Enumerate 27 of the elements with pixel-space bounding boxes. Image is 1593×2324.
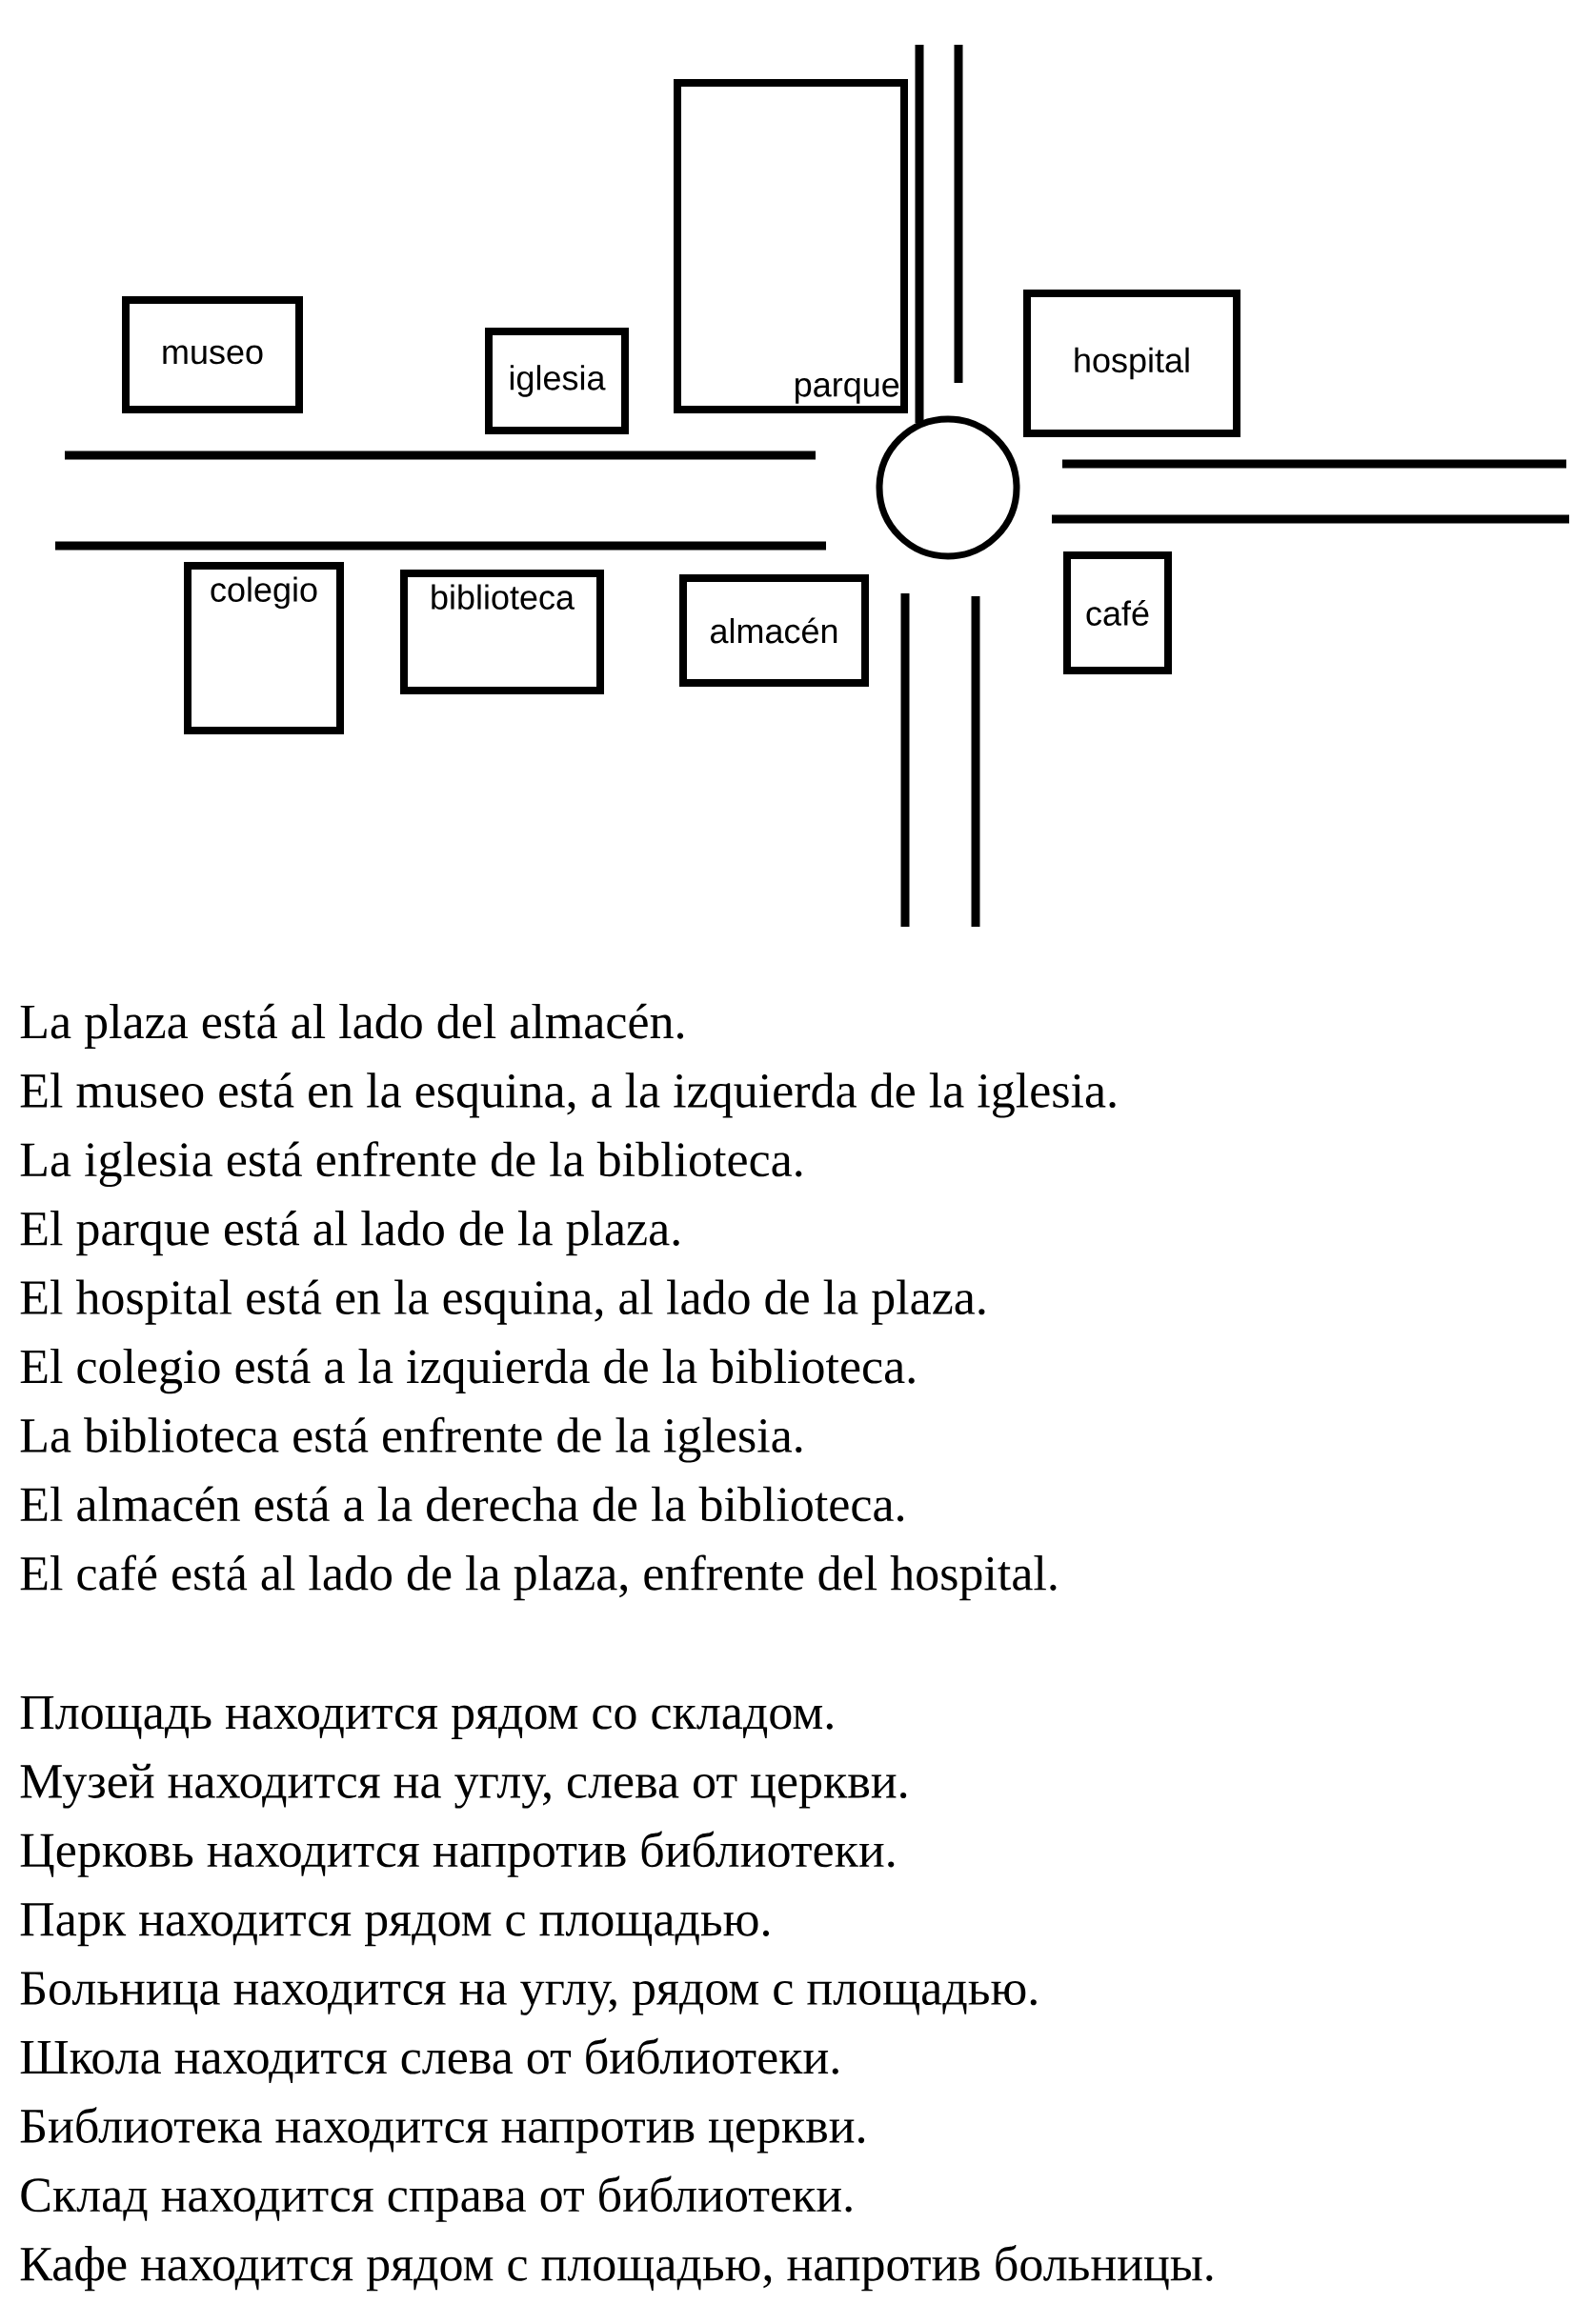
building-box: almacén [679,574,869,687]
building-box: café [1063,551,1172,674]
sentence: El café está al lado de la plaza, enfrente del hospital. [20,1554,1057,1601]
sentence: El museo está en la esquina, a la izquierda de la iglesia. [20,1072,1116,1118]
sentence: Кафе находится рядом с площадью, напротив больницы. [20,2244,1213,2292]
sentence: Площадь находится рядом со складом. [20,1695,833,1740]
sentence: El parque está al lado de la plaza. [20,1211,679,1256]
sentence: El colegio está a la izquierda de la biblioteca. [20,1348,915,1394]
sentence: El hospital está en la esquina, al lado de la plaza. [20,1279,985,1325]
building-box: museo [122,296,303,413]
sentence: La iglesia está enfrente de la biblioteca. [20,1141,802,1187]
sentence: La plaza está al lado del almacén. [20,1003,684,1050]
sentence: Школа находится слева от библиотеки. [20,2037,838,2084]
sentence: La biblioteca está enfrente de la iglesia. [20,1416,802,1463]
sentence: Музей находится на углу, слева от церкви. [20,1763,907,1809]
building-box: biblioteca [400,570,604,694]
building-box: iglesia [485,328,629,434]
sentence: Парк находится рядом с площадью. [20,1903,770,1947]
sentence: Больница находится на углу, рядом с площадью. [20,1972,1037,2015]
sentence: Библиотека находится напротив церкви. [20,2107,865,2154]
roundabout-circle [876,415,1020,560]
building-box: parque [674,79,908,413]
sentence: El almacén está a la derecha de la biblioteca. [20,1486,904,1522]
building-box: hospital [1023,290,1240,437]
sentence: Церковь находится напротив библиотеки. [20,1831,895,1877]
building-box: colegio [184,562,344,734]
sentence: Склад находится справа от библиотеки. [21,2175,852,2222]
